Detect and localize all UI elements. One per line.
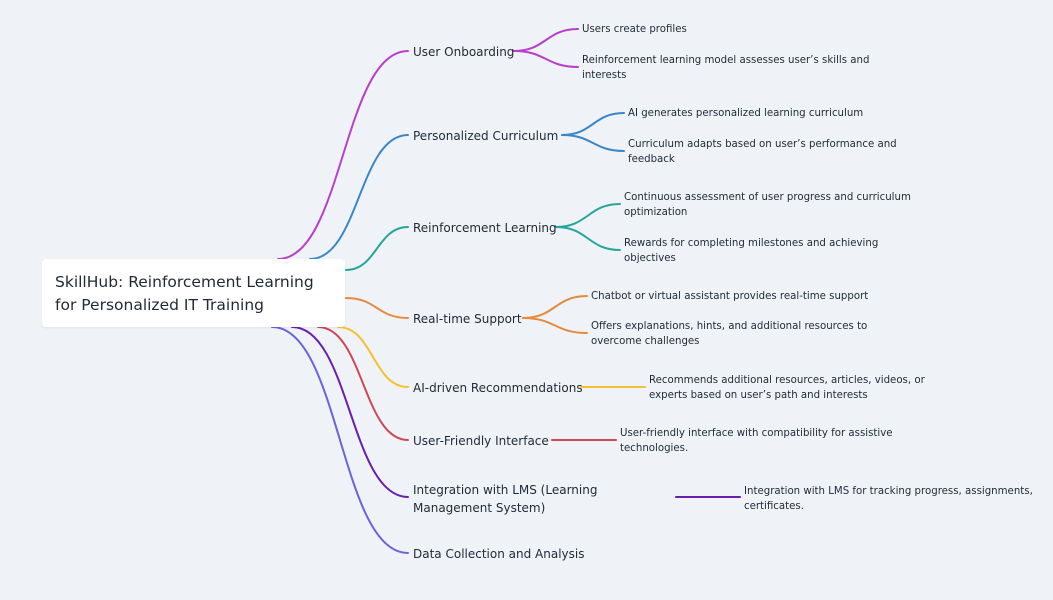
leaf-integration-with-lms-1[interactable]: Integration with LMS for tracking progre… xyxy=(744,484,1044,514)
branch-connector xyxy=(271,326,409,554)
leaf-connector xyxy=(555,226,621,251)
leaf-personalized-curriculum-1[interactable]: AI generates personalized learning curri… xyxy=(628,106,908,121)
branch-connector xyxy=(345,226,409,271)
leaf-reinforcement-learning-2[interactable]: Rewards for completing milestones and ac… xyxy=(624,236,894,266)
branch-connector xyxy=(277,50,409,260)
branch-label: Reinforcement Learning xyxy=(413,221,557,235)
branch-connector xyxy=(345,297,409,319)
branch-integration-with-lms[interactable]: Integration with LMS (Learning Managemen… xyxy=(413,481,675,517)
leaf-label: Rewards for completing milestones and ac… xyxy=(624,238,879,264)
leaf-connector xyxy=(555,203,621,228)
leaf-connector xyxy=(513,28,579,52)
branch-real-time-support[interactable]: Real-time Support xyxy=(413,310,522,328)
branch-ai-driven-recommendations[interactable]: AI-driven Recommendations xyxy=(413,379,583,397)
branch-label: Integration with LMS (Learning Managemen… xyxy=(413,483,598,515)
leaf-label: Reinforcement learning model assesses us… xyxy=(582,55,870,81)
root-title: SkillHub: Reinforcement Learning for Per… xyxy=(55,273,314,314)
leaf-connector xyxy=(522,295,588,319)
branch-user-friendly-interface[interactable]: User-Friendly Interface xyxy=(413,432,549,450)
leaf-connector xyxy=(561,134,625,152)
leaf-label: Curriculum adapts based on user’s perfor… xyxy=(628,139,897,165)
branch-personalized-curriculum[interactable]: Personalized Curriculum xyxy=(413,127,558,145)
branch-label: User-Friendly Interface xyxy=(413,434,549,448)
leaf-label: AI generates personalized learning curri… xyxy=(628,108,864,119)
branch-label: Data Collection and Analysis xyxy=(413,547,585,561)
leaf-user-onboarding-2[interactable]: Reinforcement learning model assesses us… xyxy=(582,53,882,83)
leaf-reinforcement-learning-1[interactable]: Continuous assessment of user progress a… xyxy=(624,190,924,220)
leaf-real-time-support-2[interactable]: Offers explanations, hints, and addition… xyxy=(591,319,881,349)
leaf-connector xyxy=(561,112,625,136)
root-node[interactable]: SkillHub: Reinforcement Learning for Per… xyxy=(42,259,345,327)
leaf-user-onboarding-1[interactable]: Users create profiles xyxy=(582,22,862,37)
branch-label: User Onboarding xyxy=(413,45,515,59)
leaf-label: User-friendly interface with compatibili… xyxy=(620,428,893,454)
leaf-connector xyxy=(522,317,588,334)
leaf-connector xyxy=(513,50,579,68)
leaf-label: Recommends additional resources, article… xyxy=(649,375,925,401)
branch-connector xyxy=(317,326,409,441)
branch-connector xyxy=(337,326,409,388)
leaf-ai-driven-recommendations-1[interactable]: Recommends additional resources, article… xyxy=(649,373,939,403)
leaf-user-friendly-interface-1[interactable]: User-friendly interface with compatibili… xyxy=(620,426,910,456)
leaf-label: Offers explanations, hints, and addition… xyxy=(591,321,868,347)
branch-label: Personalized Curriculum xyxy=(413,129,559,143)
branch-data-collection-and-analysis[interactable]: Data Collection and Analysis xyxy=(413,545,584,563)
branch-label: Real-time Support xyxy=(413,312,522,326)
branch-connector xyxy=(291,326,409,498)
leaf-label: Integration with LMS for tracking progre… xyxy=(744,486,1033,512)
leaf-label: Users create profiles xyxy=(582,24,687,35)
branch-user-onboarding[interactable]: User Onboarding xyxy=(413,43,514,61)
leaf-label: Chatbot or virtual assistant provides re… xyxy=(591,291,869,302)
branch-reinforcement-learning[interactable]: Reinforcement Learning xyxy=(413,219,557,237)
branch-label: AI-driven Recommendations xyxy=(413,381,583,395)
branch-connector xyxy=(309,134,409,260)
leaf-real-time-support-1[interactable]: Chatbot or virtual assistant provides re… xyxy=(591,289,881,304)
leaf-personalized-curriculum-2[interactable]: Curriculum adapts based on user’s perfor… xyxy=(628,137,908,167)
leaf-label: Continuous assessment of user progress a… xyxy=(624,192,911,218)
